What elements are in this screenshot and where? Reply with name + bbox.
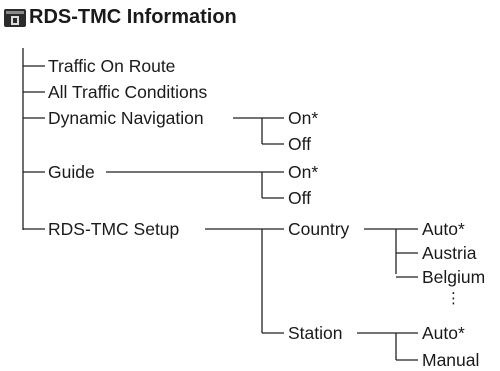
- option-dynamic-navigation-on: On*: [288, 107, 319, 129]
- option-country-belgium: Belgium: [422, 266, 486, 288]
- option-country-auto: Auto*: [422, 218, 465, 240]
- menu-item-dynamic-navigation: Dynamic Navigation: [48, 107, 206, 129]
- menu-item-traffic-on-route: Traffic On Route: [48, 55, 176, 77]
- more-options-ellipsis: ⋮: [446, 290, 461, 308]
- option-dynamic-navigation-off: Off: [288, 133, 312, 155]
- page-title: RDS-TMC Information: [29, 6, 237, 28]
- option-guide-on: On*: [288, 161, 319, 183]
- option-station-auto: Auto*: [422, 322, 465, 344]
- menu-item-all-traffic-conditions: All Traffic Conditions: [48, 81, 208, 103]
- submenu-item-country: Country: [288, 218, 352, 240]
- option-guide-off: Off: [288, 187, 312, 209]
- option-country-austria: Austria: [422, 242, 477, 264]
- menu-item-guide: Guide: [48, 161, 97, 183]
- submenu-item-station: Station: [288, 322, 345, 344]
- option-station-manual: Manual: [422, 349, 480, 371]
- menu-item-rds-tmc-setup: RDS-TMC Setup: [48, 218, 182, 240]
- menu-icon: [4, 9, 26, 27]
